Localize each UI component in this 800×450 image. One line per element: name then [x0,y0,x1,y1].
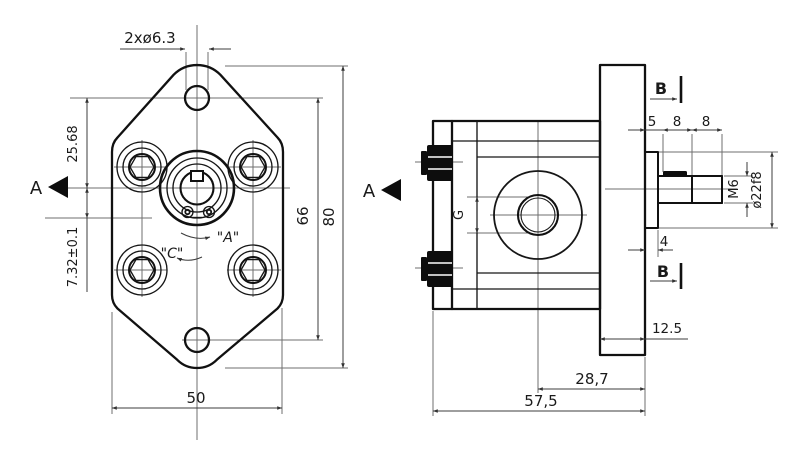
mounting-flange [598,63,647,357]
rotation-c-label: "C" [161,246,184,262]
dim-66-label: 66 [294,206,312,225]
section-mark-b-bottom [650,263,683,289]
hole-note-label: 2xø6.3 [124,29,175,47]
keyway [190,170,204,182]
rotation-a-label: "A" [217,230,239,246]
dim-8-key-label: 8 [673,114,682,130]
section-b-bottom-label: B [657,262,669,281]
dim-28-7-label: 28,7 [575,370,608,388]
suction-port [493,170,583,260]
front-centerlines [45,25,348,440]
dim-12-5-label: 12.5 [652,321,682,337]
drive-shaft [657,171,723,204]
front-dimensions [85,47,345,410]
assembly-screw-bottom-right [227,244,279,296]
view-a-right-label: A [363,181,376,202]
assembly-screw-top-right [227,141,279,193]
dim-8-thread-label: 8 [702,114,711,130]
dim-57-5-label: 57,5 [524,392,557,410]
side-view: A B B 5 8 8 M6 ø22f8 4 12.5 28,7 57,5 G [363,63,778,416]
mounting-hole-bottom [183,326,211,354]
view-arrow-a-left [48,176,68,198]
view-a-left-label: A [30,178,43,199]
front-view: 2xø6.3 25.68 7.32±0.1 66 80 50 "A" "C" A [30,25,348,440]
shaft-boss [158,149,236,227]
dim-25-68-label: 25.68 [66,125,81,162]
pilot-boss [644,151,659,229]
assembly-screw-bottom-left [116,244,168,296]
flange-outline [110,64,285,370]
dim-80-label: 80 [320,207,338,226]
dim-7-32-label: 7.32±0.1 [66,227,81,288]
mounting-hole-top [183,84,211,112]
shaft-key [663,171,687,177]
dim-5-label: 5 [648,114,657,130]
view-arrow-a-right [381,179,401,201]
section-mark-b-top [650,76,683,103]
tie-rod-nut-bottom [421,251,453,287]
dim-4-label: 4 [660,234,669,250]
rotation-arrows [176,232,211,262]
tie-rod-nut-top [421,145,453,181]
thread-m6-label: M6 [727,179,742,199]
pilot-dia-label: ø22f8 [750,171,765,208]
dim-50-label: 50 [186,389,205,407]
section-b-top-label: B [655,79,667,98]
side-dimensions [432,128,774,413]
port-g-label: G [452,210,467,220]
